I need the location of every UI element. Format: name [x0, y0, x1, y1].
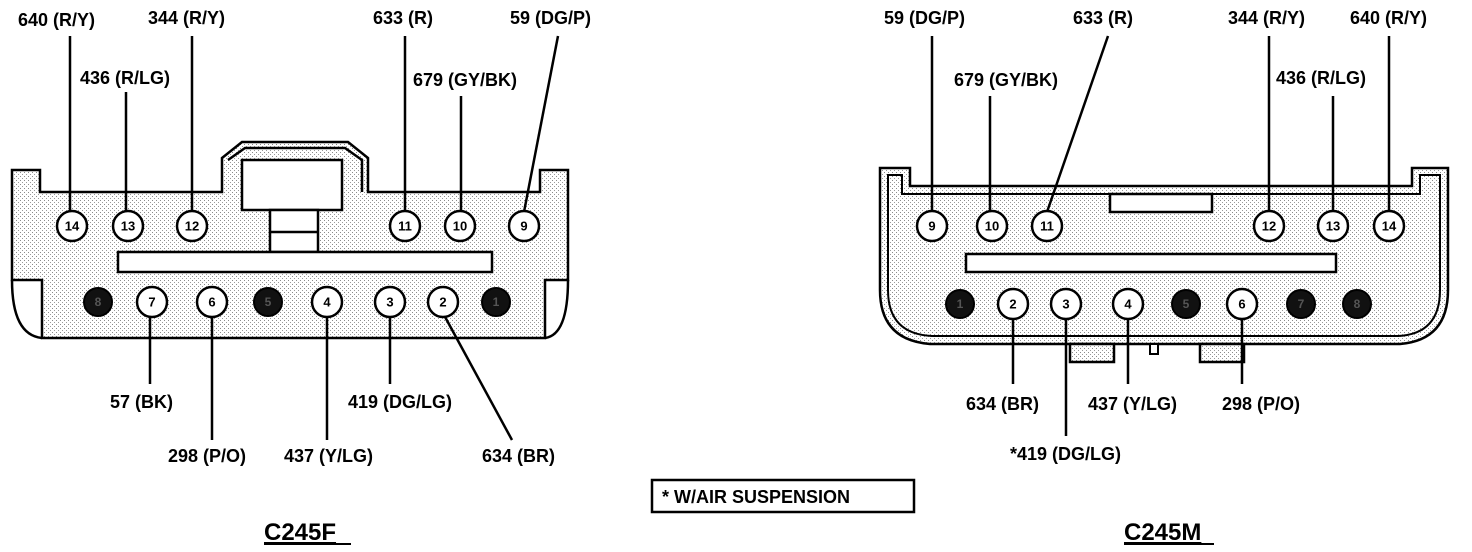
svg-text:1: 1: [493, 295, 500, 309]
c245f-pin-14: 14: [55, 209, 89, 243]
c245f-label-57: 57 (BK): [110, 392, 173, 412]
c245f-left-curve: [10, 279, 43, 340]
c245m-label-436: 436 (R/LG): [1276, 68, 1366, 88]
svg-text:7: 7: [1298, 297, 1305, 311]
c245m-title: C245M: [1124, 519, 1201, 546]
c245m-tab-mid: [1149, 343, 1159, 355]
c245f-title: C245F: [264, 519, 336, 546]
c245f-pin-11: 11: [388, 209, 422, 243]
c245m-pin-13: 13: [1316, 209, 1350, 243]
c245m-top-key: [1108, 192, 1214, 214]
c245m-pin-7: 7: [1286, 289, 1316, 319]
c245f-pin-3: 3: [373, 285, 407, 319]
c245m-wire-633: [1045, 35, 1110, 213]
c245f-wire-59: [522, 35, 560, 213]
c245f-pin-10: 10: [443, 209, 477, 243]
air-suspension-note: * W/AIR SUSPENSION: [650, 478, 916, 514]
c245m-pin-3: 3: [1049, 287, 1083, 321]
svg-text:11: 11: [398, 219, 412, 234]
c245f-wire-634: [442, 314, 514, 441]
c245f-pin-6: 6: [195, 285, 229, 319]
c245f-pin-12: 12: [175, 209, 209, 243]
svg-text:7: 7: [148, 295, 155, 310]
c245m-label-344: 344 (R/Y): [1228, 8, 1305, 28]
svg-text:13: 13: [121, 219, 135, 234]
c245f-pin-2: 2: [426, 285, 460, 319]
svg-text:5: 5: [1183, 297, 1190, 311]
svg-text:5: 5: [265, 295, 272, 309]
c245f-label-298: 298 (P/O): [168, 446, 246, 466]
svg-text:14: 14: [65, 219, 80, 234]
svg-text:14: 14: [1382, 219, 1397, 234]
c245f-latch: [227, 146, 364, 192]
svg-text:8: 8: [95, 295, 102, 309]
c245m-pin-2: 2: [996, 287, 1030, 321]
c245m-pin-4: 4: [1111, 287, 1145, 321]
c245m-label-59: 59 (DG/P): [884, 8, 965, 28]
svg-text:9: 9: [928, 219, 935, 234]
c245f-label-436: 436 (R/LG): [80, 68, 170, 88]
c245f-label-344: 344 (R/Y): [148, 8, 225, 28]
c245m-pin-8: 8: [1342, 289, 1372, 319]
c245m-pin-1: 1: [945, 289, 975, 319]
c245f-key-bar: [116, 250, 494, 274]
svg-text:12: 12: [1262, 219, 1276, 234]
c245f-label-419: 419 (DG/LG): [348, 392, 452, 412]
c245f-pin-13: 13: [111, 209, 145, 243]
c245m-label-437: 437 (Y/LG): [1088, 394, 1177, 414]
connector-c245m: 9 10 11 12 13 14 1 2 3 4 5 6 7 8 59 (DG/…: [878, 8, 1450, 546]
c245m-pin-10: 10: [975, 209, 1009, 243]
c245m-key-bar: [964, 252, 1338, 274]
c245m-label-679: 679 (GY/BK): [954, 70, 1058, 90]
c245f-label-634: 634 (BR): [482, 446, 555, 466]
c245f-right-curve: [544, 279, 570, 340]
svg-text:2: 2: [439, 295, 446, 310]
c245f-label-679: 679 (GY/BK): [413, 70, 517, 90]
c245m-tab-right: [1198, 342, 1246, 364]
c245f-label-633: 633 (R): [373, 8, 433, 28]
svg-text:8: 8: [1354, 297, 1361, 311]
c245m-label-640: 640 (R/Y): [1350, 8, 1427, 28]
c245f-pin-7: 7: [135, 285, 169, 319]
svg-text:2: 2: [1009, 297, 1016, 312]
c245f-lock-tab: [240, 158, 344, 212]
svg-text:4: 4: [1124, 297, 1132, 312]
svg-text:1: 1: [957, 297, 964, 311]
svg-text:10: 10: [453, 219, 467, 234]
c245m-pin-5: 5: [1171, 289, 1201, 319]
svg-text:12: 12: [185, 219, 199, 234]
c245m-pin-12: 12: [1252, 209, 1286, 243]
c245m-pin-11: 11: [1030, 209, 1064, 243]
c245f-pin-9: 9: [507, 209, 541, 243]
c245f-label-640: 640 (R/Y): [18, 10, 95, 30]
connector-c245f: 14 13 12 11 10 9 8 7 6 5 4 3 2 1 640 (R/…: [10, 8, 591, 546]
svg-text:13: 13: [1326, 219, 1340, 234]
svg-text:4: 4: [323, 295, 331, 310]
note-text: * W/AIR SUSPENSION: [662, 487, 850, 507]
note-box: [650, 478, 916, 514]
svg-text:6: 6: [208, 295, 215, 310]
c245m-pin-14: 14: [1372, 209, 1406, 243]
svg-text:10: 10: [985, 219, 999, 234]
c245f-pin-5: 5: [253, 287, 283, 317]
svg-text:3: 3: [386, 295, 393, 310]
c245f-pin-4: 4: [310, 285, 344, 319]
c245f-label-59: 59 (DG/P): [510, 8, 591, 28]
svg-text:3: 3: [1062, 297, 1069, 312]
c245m-label-634: 634 (BR): [966, 394, 1039, 414]
svg-text:9: 9: [520, 219, 527, 234]
svg-text:11: 11: [1040, 219, 1054, 234]
c245m-label-633: 633 (R): [1073, 8, 1133, 28]
c245f-pin-1: 1: [481, 287, 511, 317]
c245m-label-419: *419 (DG/LG): [1010, 444, 1121, 464]
c245m-pin-9: 9: [915, 209, 949, 243]
c245m-inner-outline: [887, 174, 1441, 337]
c245m-tab-left: [1068, 342, 1116, 364]
c245m-label-298: 298 (P/O): [1222, 394, 1300, 414]
c245f-label-437: 437 (Y/LG): [284, 446, 373, 466]
c245f-pin-8: 8: [83, 287, 113, 317]
c245m-pin-6: 6: [1225, 287, 1259, 321]
svg-text:6: 6: [1238, 297, 1245, 312]
